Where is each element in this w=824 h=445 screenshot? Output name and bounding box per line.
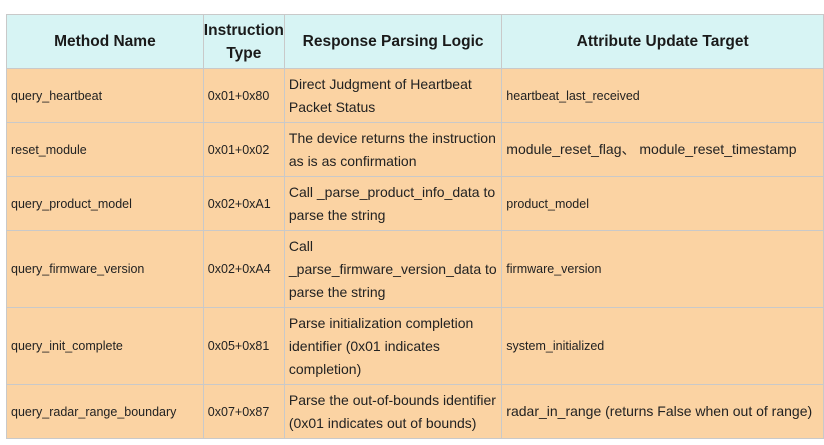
table-row: reset_module 0x01+0x02 The device return…: [6, 122, 824, 177]
table-row: query_product_model 0x02+0xA1 Call _pars…: [6, 176, 824, 231]
table-row: query_radar_range_boundary 0x07+0x87 Par…: [6, 384, 824, 439]
parsing-logic-cell: Parse initialization completion identifi…: [283, 307, 503, 385]
header-response-parsing-logic: Response Parsing Logic: [283, 14, 503, 69]
method-table: Method Name Instruction Type Response Pa…: [6, 14, 824, 439]
header-attribute-update-target: Attribute Update Target: [501, 14, 824, 69]
update-target-cell: firmware_version: [501, 230, 824, 308]
header-instruction-type: Instruction Type: [202, 14, 285, 69]
method-name-cell: query_init_complete: [6, 307, 204, 385]
method-name-cell: query_radar_range_boundary: [6, 384, 204, 439]
update-target-cell: system_initialized: [501, 307, 824, 385]
instruction-type-cell: 0x07+0x87: [202, 384, 285, 439]
instruction-type-cell: 0x01+0x02: [202, 122, 285, 177]
method-name-cell: query_product_model: [6, 176, 204, 231]
parsing-logic-cell: Call _parse_firmware_version_data to par…: [283, 230, 503, 308]
update-target-cell: product_model: [501, 176, 824, 231]
method-name-cell: reset_module: [6, 122, 204, 177]
update-target-cell: heartbeat_last_received: [501, 68, 824, 123]
update-target-cell: module_reset_flag、 module_reset_timestam…: [501, 122, 824, 177]
instruction-type-cell: 0x01+0x80: [202, 68, 285, 123]
table-row: query_heartbeat 0x01+0x80 Direct Judgmen…: [6, 68, 824, 123]
table-row: query_firmware_version 0x02+0xA4 Call _p…: [6, 230, 824, 308]
instruction-type-cell: 0x05+0x81: [202, 307, 285, 385]
table-header-row: Method Name Instruction Type Response Pa…: [6, 14, 824, 69]
table-row: query_init_complete 0x05+0x81 Parse init…: [6, 307, 824, 385]
method-name-cell: query_firmware_version: [6, 230, 204, 308]
parsing-logic-cell: Direct Judgment of Heartbeat Packet Stat…: [283, 68, 503, 123]
update-target-cell: radar_in_range (returns False when out o…: [501, 384, 824, 439]
instruction-type-cell: 0x02+0xA1: [202, 176, 285, 231]
parsing-logic-cell: The device returns the instruction as is…: [283, 122, 503, 177]
header-method-name: Method Name: [6, 14, 204, 69]
method-name-cell: query_heartbeat: [6, 68, 204, 123]
parsing-logic-cell: Parse the out-of-bounds identifier (0x01…: [283, 384, 503, 439]
instruction-type-cell: 0x02+0xA4: [202, 230, 285, 308]
parsing-logic-cell: Call _parse_product_info_data to parse t…: [283, 176, 503, 231]
